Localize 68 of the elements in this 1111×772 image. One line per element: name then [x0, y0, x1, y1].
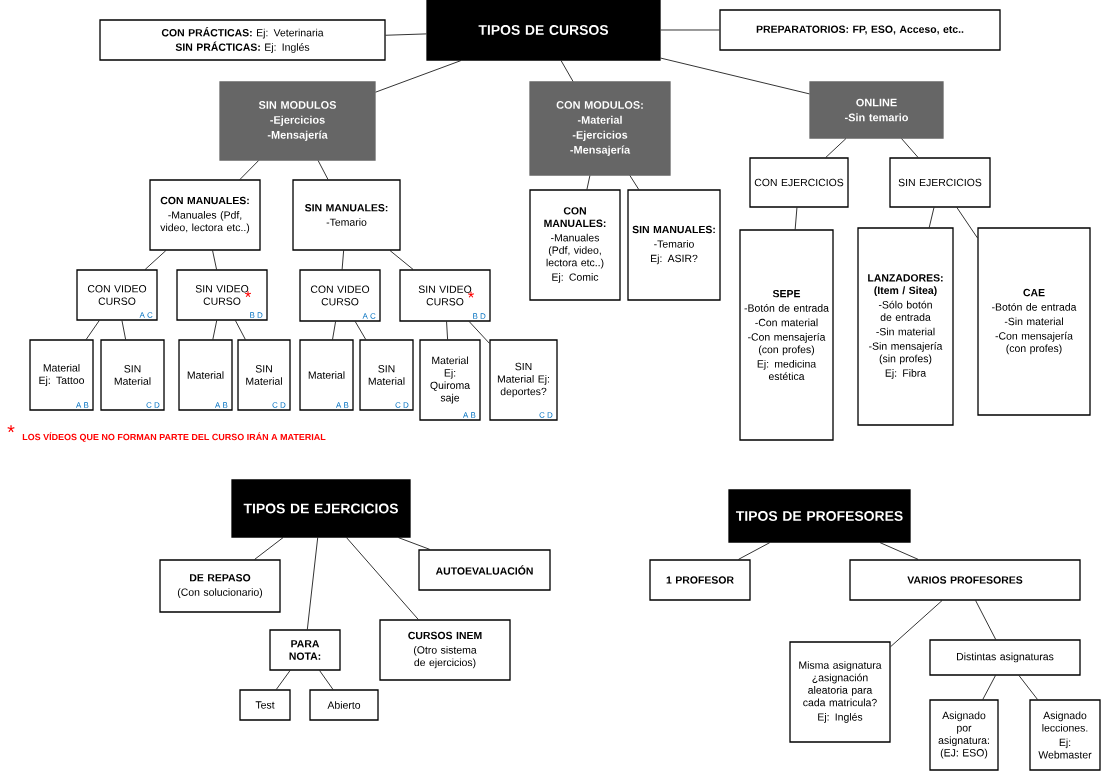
connector-line: [825, 138, 847, 158]
info-box: CAE -Botón de entrada -Sin material -Con mensajería (con profes): [977, 227, 1091, 416]
connector-line: [956, 207, 978, 239]
connector-line: [385, 33, 427, 36]
connector-line: [317, 160, 329, 180]
connector-line: [306, 537, 319, 630]
connector-line: [794, 207, 798, 230]
connector-line: [660, 57, 810, 95]
title-box: TIPOS DE PROFESORES: [728, 489, 911, 543]
footnote-asterisk: *: [7, 425, 15, 433]
connector-line: [144, 250, 167, 270]
connector-line: [738, 542, 771, 560]
connector-line: [660, 29, 720, 31]
connector-line: [276, 670, 291, 690]
info-box: Misma asignatura ¿asignación aleatoria para cada matricula? Ej: Inglés: [789, 641, 891, 743]
connector-line: [332, 321, 336, 340]
info-box: SEPE -Botón de entrada -Con material -Con mensajería (con profes) Ej: medicina estética: [739, 229, 834, 441]
info-box: SIN MANUALES: -Temario Ej: ASIR?: [627, 189, 721, 301]
connector-line: [1018, 675, 1038, 700]
info-box: 1 PROFESOR: [649, 559, 751, 601]
info-box: DE REPASO (Con solucionario): [159, 559, 281, 613]
connector-line: [121, 320, 126, 340]
connector-line: [398, 537, 431, 550]
connector-line: [375, 60, 462, 93]
info-box: PARA NOTA:: [269, 629, 341, 671]
info-box: CURSOS INEM (Otro sistema de ejercicios): [379, 619, 511, 681]
info-box: LANZADORES: (Item / Sitea) -Sólo botón de entrada -Sin material -Sin mensajería (sin profes) Ej: Fibra: [857, 227, 954, 426]
connector-line: [975, 600, 997, 640]
connector-line: [468, 321, 490, 344]
connector-line: [389, 250, 414, 270]
connector-line: [346, 537, 419, 620]
connector-line: [85, 320, 100, 340]
connector-line: [982, 675, 996, 700]
info-box: Abierto: [309, 689, 379, 721]
connector-line: [890, 600, 943, 648]
connector-line: [212, 250, 217, 270]
info-box: VARIOS PROFESORES: [849, 559, 1081, 601]
info-box: CON MANUALES: -Manuales (Pdf, video, lectora etc..): [149, 179, 261, 251]
footnote-text: LOS VÍDEOS QUE NO FORMAN PARTE DEL CURSO IRÁN A MATERIAL: [22, 432, 326, 442]
category-box: CON MODULOS: -Material -Ejercicios -Mensajería: [529, 81, 671, 176]
connector-line: [586, 175, 591, 190]
info-box: Asignado lecciones. Ej: Webmaster: [1029, 699, 1101, 771]
connector-line: [901, 138, 919, 158]
connector-line: [319, 670, 334, 690]
info-box: CON MANUALES: -Manuales (Pdf, video, lectora etc..) Ej: Comic: [529, 189, 621, 301]
info-box: Test: [239, 689, 291, 721]
connector-line: [235, 320, 246, 340]
connector-line: [560, 60, 574, 82]
info-box: CON EJERCICIOS: [749, 157, 849, 208]
category-box: SIN MODULOS -Ejercicios -Mensajería: [219, 81, 376, 161]
info-box: Asignado por asignatura: (EJ: ESO): [929, 699, 999, 771]
info-box: AUTOEVALUACIÓN: [418, 549, 551, 591]
connector-line: [254, 537, 284, 560]
title-box: TIPOS DE CURSOS: [426, 0, 661, 61]
info-box: PREPARATORIOS: FP, ESO, Acceso, etc..: [719, 9, 1001, 51]
info-box: SIN MANUALES: -Temario: [292, 179, 401, 251]
title-box: TIPOS DE EJERCICIOS: [231, 479, 411, 538]
info-box: SIN EJERCICIOS: [889, 157, 991, 208]
connector-line: [928, 207, 935, 228]
connector-line: [239, 160, 259, 180]
connector-line: [629, 175, 640, 190]
connector-line: [354, 321, 367, 340]
info-box: Distintas asignaturas: [929, 639, 1081, 676]
connector-line: [212, 320, 218, 340]
category-box: ONLINE -Sin temario: [809, 81, 944, 139]
info-box: CON PRÁCTICAS: Ej: Veterinaria SIN PRÁCTICAS: Ej: Inglés: [99, 19, 386, 61]
connector-line: [341, 250, 345, 270]
connector-line: [446, 321, 448, 340]
